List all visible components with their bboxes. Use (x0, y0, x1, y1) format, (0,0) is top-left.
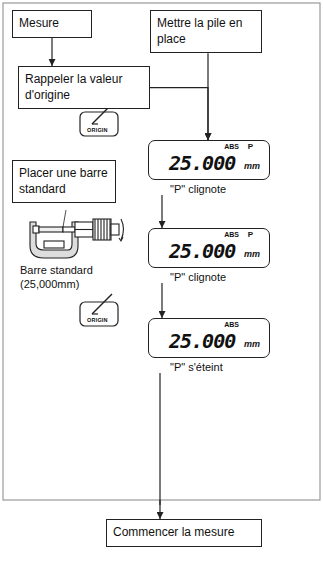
lcd-text: ABS (224, 143, 239, 150)
lcd-text: mm (244, 161, 260, 171)
start-box: Mesure (12, 10, 92, 38)
flow-arrow (150, 88, 208, 140)
lcd-screen: ABS P 25.000 mm (148, 140, 270, 180)
lcd-display: ABS P 25.000 mm "P" clignote (148, 140, 270, 195)
group-frame (3, 3, 320, 500)
switch-label: ORIGIN (87, 127, 108, 133)
status-caption: "P" clignote (148, 183, 270, 195)
status-caption: "P" clignote (148, 271, 270, 283)
box-text: Rappeler la valeur d'origine (25, 72, 122, 102)
part-caption: Barre standard (25,000mm) (20, 264, 116, 292)
box-text: Mettre la pile en place (157, 16, 242, 46)
lcd-text: ABS (224, 321, 239, 328)
lcd-screen: ABS P 25.000 mm (148, 228, 270, 268)
lcd-screen: ABS25.000 mm (148, 318, 270, 358)
origin-switch (80, 294, 118, 326)
switch-label: ORIGIN (87, 317, 108, 323)
lcd-text: mm (244, 249, 260, 259)
lcd-display: ABS P 25.000 mm "P" clignote (148, 228, 270, 283)
micrometer (30, 219, 124, 258)
lcd-text: P (248, 230, 253, 239)
flow-arrow (161, 283, 162, 318)
process-box: Rappeler la valeur d'origine (18, 66, 150, 109)
box-text: Commencer la mesure (113, 525, 234, 539)
status-caption: "P" s'éteint (148, 361, 270, 373)
flow-arrow (159, 373, 160, 519)
lcd-text: 25.000 (169, 329, 235, 353)
process-box: Mettre la pile en place (150, 10, 262, 53)
standard-bar (39, 227, 63, 232)
lcd-text: P (248, 142, 253, 151)
box-text: Placer une barre standard (19, 166, 108, 196)
lcd-text: mm (244, 339, 260, 349)
leader-line (63, 210, 66, 227)
flow-arrow (161, 195, 162, 228)
lcd-text: ABS (224, 231, 239, 238)
lcd-text: 25.000 (169, 239, 235, 263)
lcd-display: ABS25.000 mm "P" s'éteint (148, 318, 270, 373)
box-text: Mesure (19, 16, 59, 30)
lcd-text: 25.000 (169, 151, 235, 175)
end-box: Commencer la mesure (106, 519, 262, 547)
flow-arrow (51, 38, 52, 66)
process-box: Placer une barre standard (12, 160, 116, 203)
